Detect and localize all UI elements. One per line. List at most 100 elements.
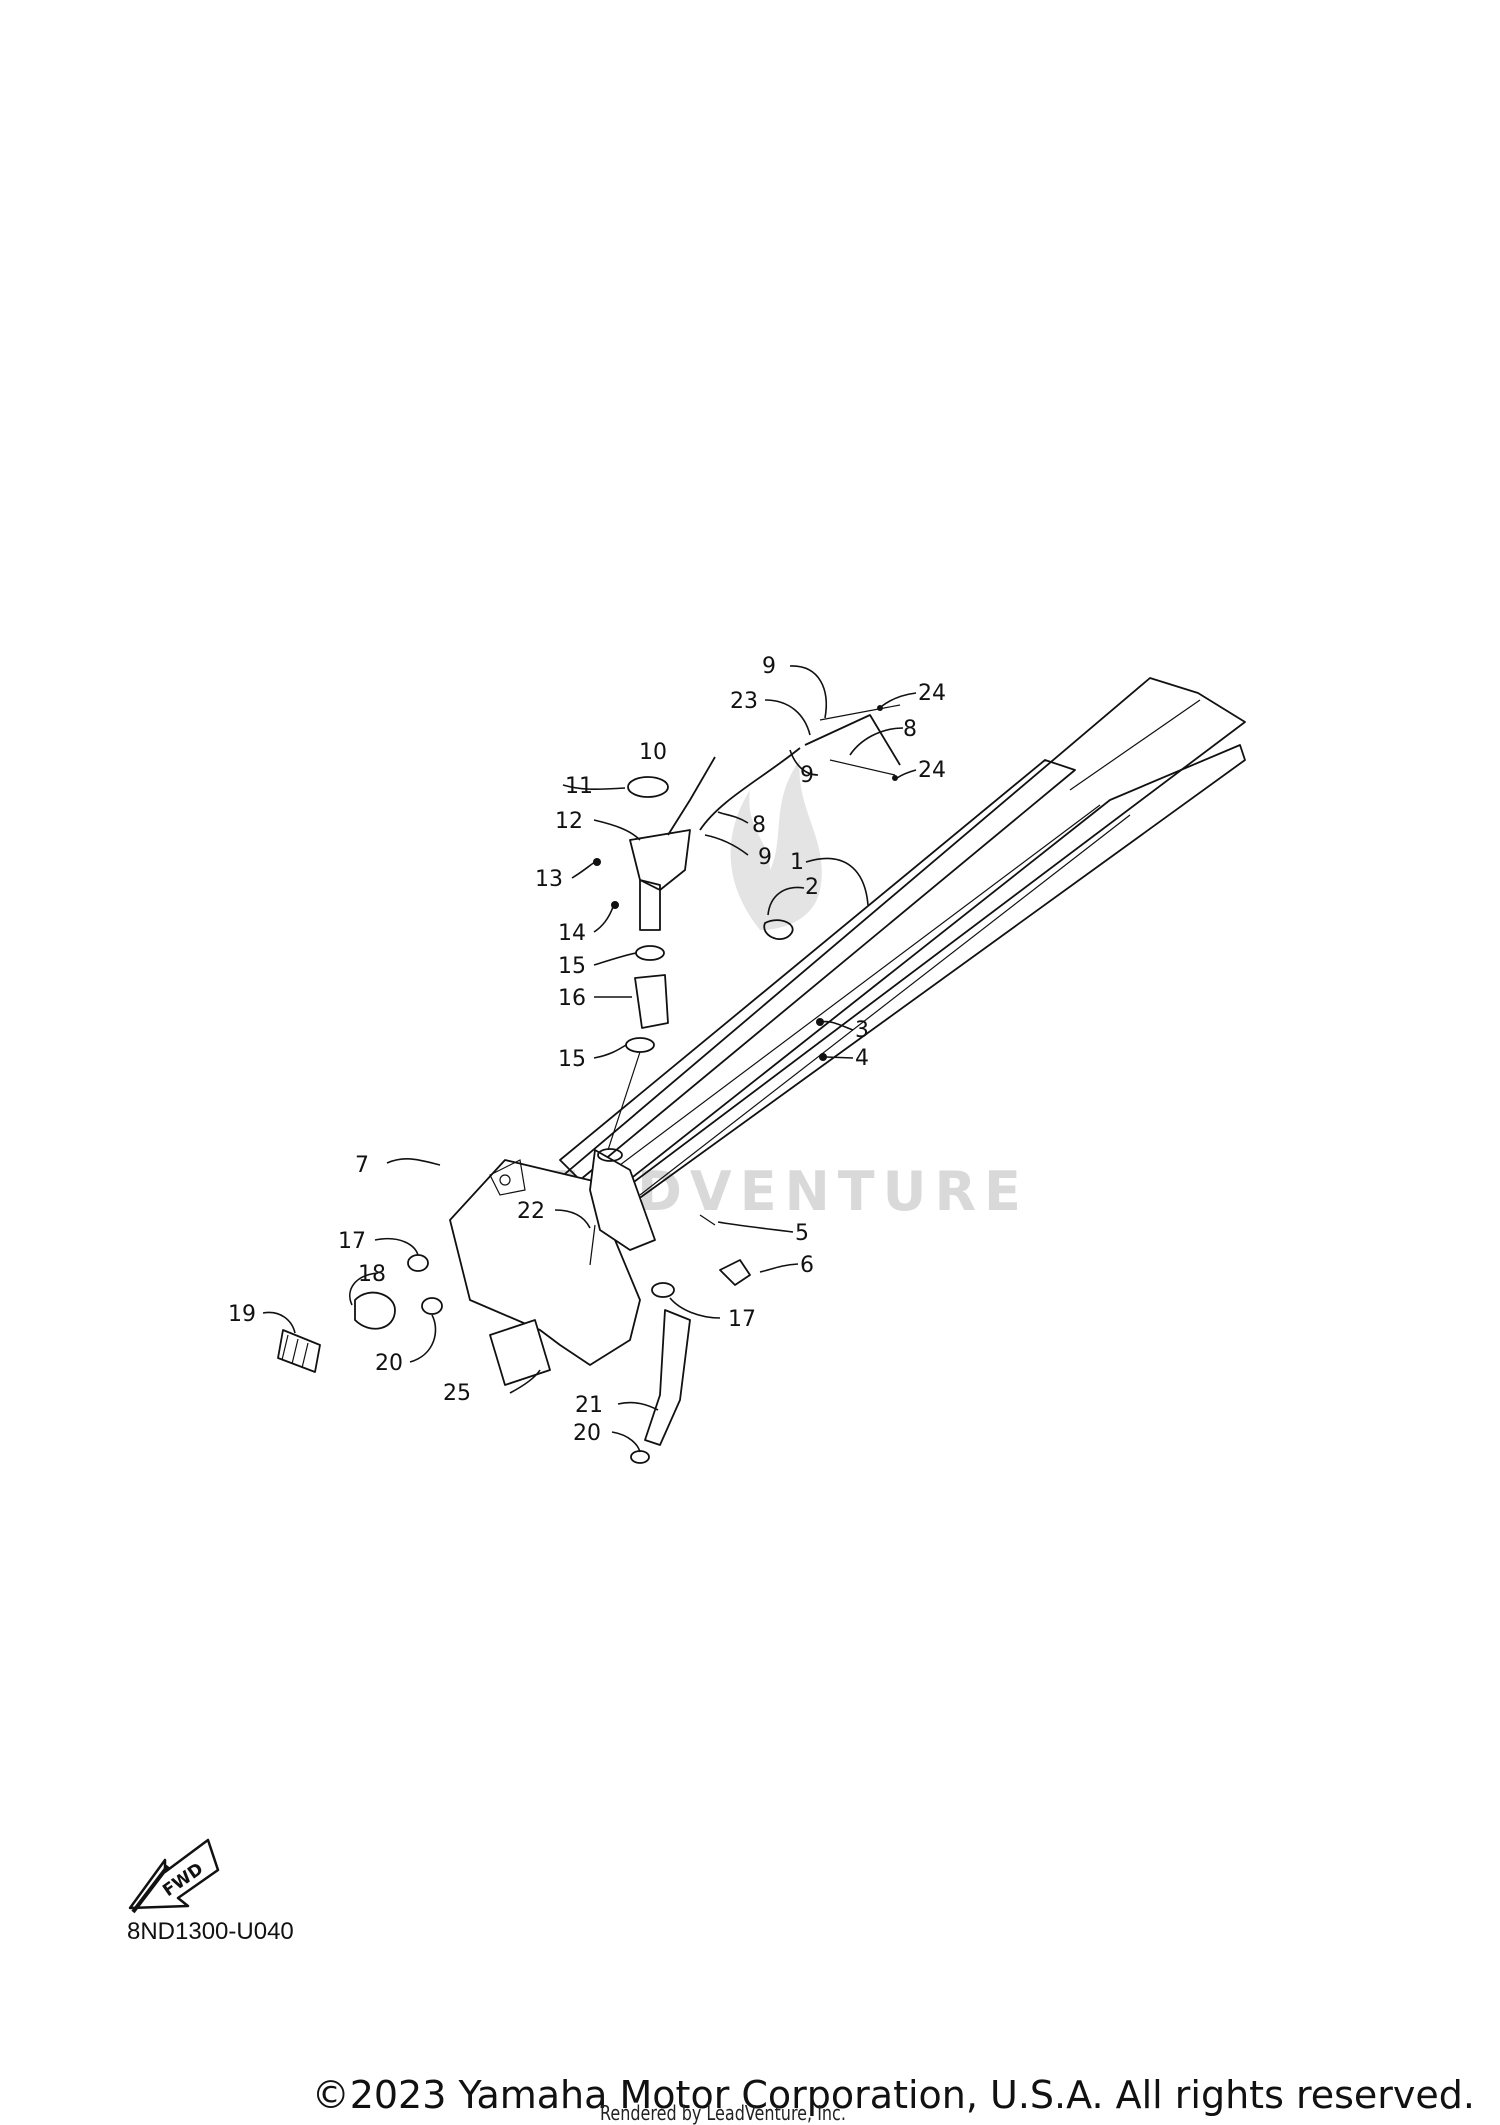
callout-5: 5	[795, 1221, 809, 1246]
leader-21	[617, 1401, 659, 1411]
rail-seam-2	[599, 804, 1101, 1181]
leader-14	[593, 906, 614, 933]
pump-opening	[597, 1148, 623, 1162]
callout-22: 22	[517, 1199, 545, 1224]
leader-18	[349, 1272, 379, 1306]
grommet-part-19	[277, 1329, 321, 1373]
leader-20a	[409, 1314, 437, 1363]
callout-6: 6	[800, 1253, 814, 1278]
callout-10: 10	[639, 740, 667, 765]
leader-23	[764, 699, 811, 736]
leader-11	[562, 784, 626, 791]
breather-hose-part-8	[804, 714, 901, 766]
hose-part-16	[634, 974, 669, 1029]
filler-tube	[639, 879, 661, 931]
tank-body-hole	[499, 1174, 511, 1186]
bolt-part-5	[699, 1214, 716, 1226]
leader-9a	[789, 665, 827, 719]
leader-1	[805, 857, 869, 906]
band-part-2	[763, 919, 794, 940]
hose-part-21	[644, 1309, 691, 1446]
callout-24b: 24	[918, 758, 946, 783]
bolt-part-4	[819, 1053, 827, 1061]
callout-12: 12	[555, 809, 583, 834]
leader-22	[554, 1209, 591, 1229]
callout-7: 7	[355, 1153, 369, 1178]
screw-part-22	[589, 1224, 596, 1266]
pump-housing	[589, 1149, 656, 1251]
callout-20b: 20	[573, 1421, 601, 1446]
fwd-arrow-icon: FWD	[128, 1838, 220, 1914]
leader-9b	[704, 834, 749, 856]
breather-assembly	[699, 704, 901, 831]
callout-4: 4	[855, 1046, 869, 1071]
callout-9a: 9	[762, 654, 776, 679]
leader-6	[759, 1263, 799, 1273]
clip-part-24-lower	[892, 775, 898, 781]
leader-12	[593, 819, 641, 841]
drawing-code: 8ND1300-U040	[127, 1918, 294, 1945]
tank-body-bracket	[489, 1159, 526, 1196]
clamp-part-17-left	[407, 1254, 429, 1272]
rendered-by-notice: Rendered by LeadVenture, Inc.	[600, 2101, 846, 2125]
clamp-part-20-right	[630, 1450, 650, 1464]
leader-25	[509, 1369, 541, 1394]
nut-part-3	[816, 1018, 824, 1026]
leader-3	[821, 1020, 854, 1031]
callout-18: 18	[358, 1262, 386, 1287]
callout-8a: 8	[903, 717, 917, 742]
filler-assembly	[607, 756, 716, 1151]
leader-17a	[374, 1237, 419, 1256]
bolt-part-13	[593, 858, 601, 866]
outlet-assembly	[277, 1254, 691, 1464]
leader-15a	[593, 952, 637, 966]
rail-seam-3	[639, 814, 1131, 1196]
callout-19: 19	[228, 1302, 256, 1327]
filler-neck-part-12	[629, 829, 691, 891]
callout-13: 13	[535, 867, 563, 892]
clip-part-24-upper	[877, 705, 883, 711]
leader-15b	[593, 1044, 627, 1059]
vent-hose-part-10	[667, 756, 716, 836]
leader-5	[717, 1221, 794, 1233]
callout-1: 1	[790, 850, 804, 875]
callout-leaders	[262, 665, 917, 1453]
callout-23: 23	[730, 689, 758, 714]
grommet-rib-3	[301, 1342, 309, 1369]
rail-upper-2	[559, 759, 1076, 1181]
callout-17b: 17	[728, 1307, 756, 1332]
callout-14: 14	[558, 921, 586, 946]
wire-harness-part-6	[719, 1259, 751, 1286]
leader-20b	[611, 1431, 641, 1453]
callout-8b: 8	[752, 813, 766, 838]
leader-2	[767, 886, 805, 916]
leader-24b	[896, 769, 917, 779]
rail-seam-1	[1069, 699, 1201, 791]
pad-part-25	[489, 1319, 551, 1386]
breather-line-upper	[819, 704, 901, 721]
grommet-rib-1	[281, 1334, 289, 1361]
filler-cap-part-11	[627, 776, 669, 798]
clamp-part-15-upper	[635, 945, 665, 961]
leader-24a	[881, 692, 917, 707]
callout-21: 21	[575, 1393, 603, 1418]
elbow-hose-part-18	[354, 1291, 396, 1330]
callout-labels: 1 2 3 4 5 6 7 8 8 9 9 9 10 11 12 13 14 1…	[228, 654, 946, 1446]
clamp-part-17-right	[651, 1282, 675, 1298]
callout-20a: 20	[375, 1351, 403, 1376]
callout-9c: 9	[800, 763, 814, 788]
sender-assembly	[589, 1148, 751, 1286]
copyright-notice: ©2023 Yamaha Motor Corporation, U.S.A. A…	[311, 2073, 1475, 2117]
breather-line-lower	[829, 759, 896, 776]
breather-hose-part-9	[699, 747, 801, 831]
leader-4	[825, 1056, 854, 1059]
callout-17a: 17	[338, 1229, 366, 1254]
rail-lower	[609, 744, 1246, 1206]
fasteners	[593, 858, 827, 1061]
callout-2: 2	[805, 875, 819, 900]
grommet-rib-2	[291, 1338, 299, 1365]
callout-25: 25	[443, 1381, 471, 1406]
callout-15a: 15	[558, 954, 586, 979]
callout-9b: 9	[758, 845, 772, 870]
